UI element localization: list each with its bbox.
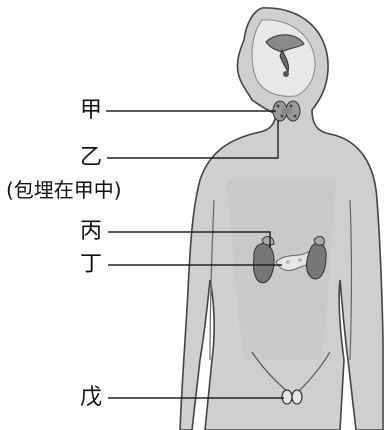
label-yi-note: (包埋在甲中) [6, 180, 122, 200]
label-ding: 丁 [80, 254, 102, 276]
label-bing: 丙 [80, 221, 102, 243]
label-yi: 乙 [80, 147, 102, 169]
label-jia: 甲 [80, 100, 102, 122]
label-wu: 戊 [80, 387, 102, 409]
